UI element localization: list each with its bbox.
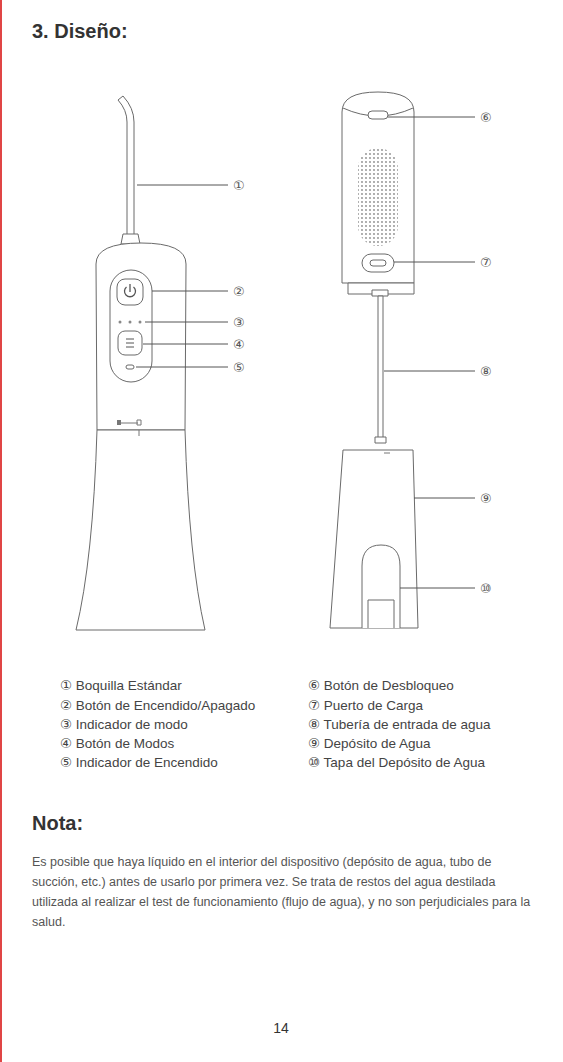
connector-notch (372, 290, 388, 296)
tank-mark (384, 453, 390, 454)
section-title: 3. Diseño: (32, 20, 128, 43)
power-button (117, 279, 143, 305)
motor-unit (342, 92, 414, 283)
callout-number: ⑥ (480, 110, 492, 125)
nozzle (118, 96, 134, 236)
mode-icon (126, 347, 134, 348)
mode-icon (126, 343, 134, 344)
handle-base (76, 430, 205, 630)
leader-line (152, 291, 228, 292)
lock-icon (117, 420, 121, 425)
part-list-item: ⑥ Botón de Desbloqueo (308, 677, 454, 693)
part-list-item: ③ Indicador de modo (60, 716, 188, 732)
mode-button (118, 331, 142, 355)
leader-line (384, 371, 475, 372)
power-icon-bar (129, 284, 130, 292)
callout-number: ④ (233, 337, 245, 352)
mode-dot (129, 321, 132, 324)
unlock-button (368, 111, 388, 119)
part-list-item: ⑨ Depósito de Agua (308, 735, 430, 751)
note-heading: Nota: (32, 812, 83, 835)
part-list-item: ⑦ Puerto de Carga (308, 697, 423, 713)
charging-port (370, 260, 386, 266)
part-list-item: ⑧ Tubería de entrada de agua (308, 716, 491, 732)
lock-notch (139, 430, 140, 436)
mode-dot (119, 321, 122, 324)
page-edge-bar (0, 0, 2, 1062)
water-tank (330, 450, 418, 628)
leader-line (136, 367, 228, 368)
callout-number: ⑦ (480, 255, 492, 270)
leader-line (394, 262, 475, 263)
lock-mark (120, 423, 138, 424)
power-indicator (126, 365, 134, 369)
callout-number: ⑧ (480, 364, 492, 379)
handle-body (96, 243, 186, 430)
tank-lid (362, 545, 400, 628)
unlock-icon (137, 420, 141, 425)
callout-number: ⑨ (480, 491, 492, 506)
part-list-item: ⑤ Indicador de Encendido (60, 754, 218, 770)
leader-line (143, 344, 228, 345)
part-list-item: ② Botón de Encendido/Apagado (60, 697, 255, 713)
leader-line (388, 117, 475, 118)
part-list-item: ⑩ Tapa del Depósito de Agua (308, 754, 485, 770)
callout-number: ⑤ (233, 360, 245, 375)
tank-lid-inner (368, 600, 394, 628)
inlet-tube (378, 296, 383, 438)
part-list-item: ④ Botón de Modos (60, 735, 174, 751)
callout-number: ⑩ (480, 581, 492, 596)
leader-line (414, 498, 475, 499)
leader-line (145, 322, 228, 323)
mode-icon (126, 339, 134, 340)
callout-number: ③ (233, 315, 245, 330)
speaker-dots (358, 148, 398, 246)
tube-filter (375, 437, 386, 443)
part-list-item: ① Boquilla Estándar (60, 677, 182, 693)
control-panel (110, 270, 152, 382)
leader-line (400, 588, 475, 589)
nozzle-collar (121, 234, 140, 244)
leader-line (137, 185, 228, 186)
note-text: Es posible que haya líquido en el interi… (32, 852, 537, 932)
page-number: 14 (273, 1020, 289, 1036)
mode-dot (139, 321, 142, 324)
charging-port-housing (362, 254, 394, 272)
leader-lines (136, 117, 475, 588)
callout-number: ① (233, 178, 245, 193)
callout-number: ② (233, 284, 245, 299)
